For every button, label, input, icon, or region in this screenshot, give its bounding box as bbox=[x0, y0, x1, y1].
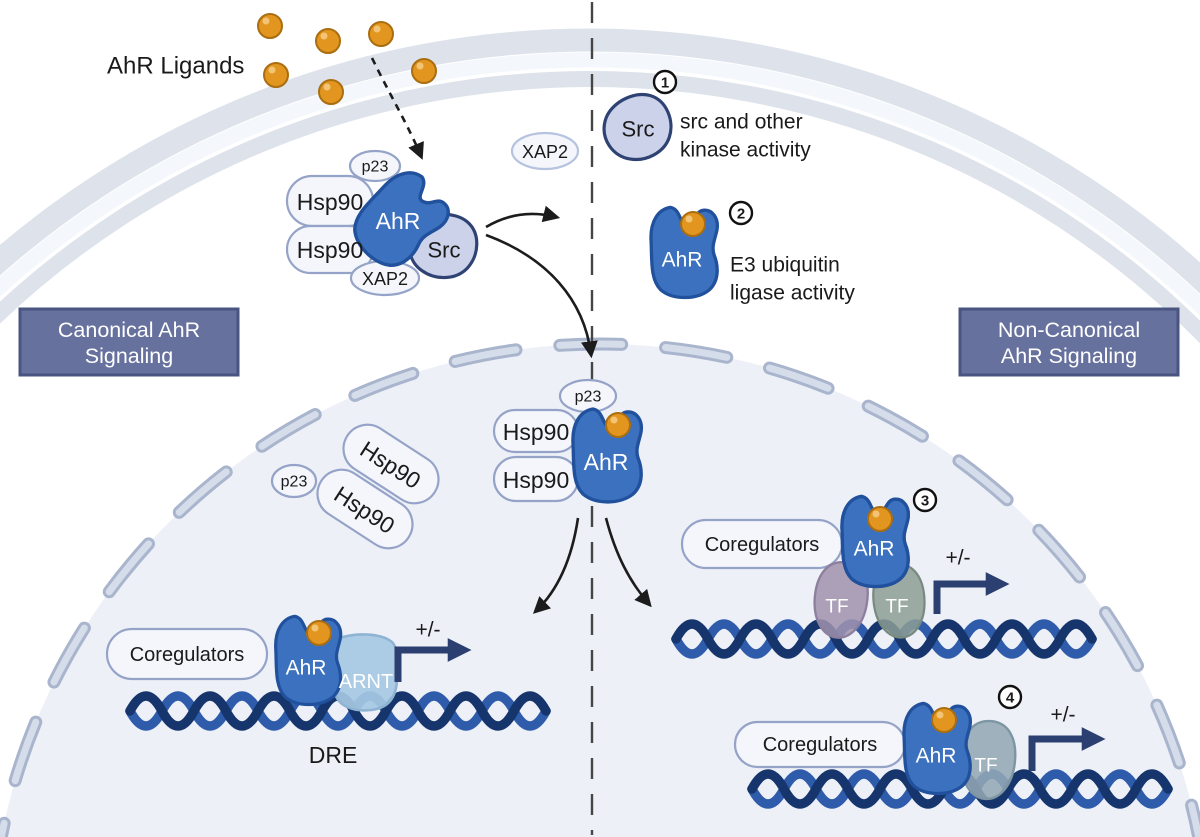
ahr-label: AhR bbox=[916, 745, 957, 768]
arrow-to-noncanonical bbox=[485, 205, 561, 229]
step3-number: 3 bbox=[921, 493, 929, 510]
noncanonical-line1: Non-Canonical bbox=[998, 318, 1140, 342]
step4-number: 4 bbox=[1006, 690, 1015, 707]
step1-src-kinase: 1 Src src and other kinase activity bbox=[595, 69, 811, 169]
noncanonical-line2: AhR Signaling bbox=[1001, 344, 1137, 368]
step1-number: 1 bbox=[661, 75, 669, 92]
ligand-ball bbox=[368, 21, 394, 47]
tf-label: TF bbox=[885, 597, 908, 618]
ligand-ball bbox=[867, 506, 893, 532]
plus-minus-label: +/- bbox=[1050, 704, 1075, 727]
transcription-arrow bbox=[394, 638, 472, 682]
membrane-outer-band bbox=[0, 28, 1200, 294]
hsp90-label: Hsp90 bbox=[503, 467, 569, 493]
hsp90-label: Hsp90 bbox=[297, 189, 363, 215]
dre-label: DRE bbox=[309, 742, 358, 768]
step2-text-line2: ligase activity bbox=[730, 282, 855, 305]
coregulators-pill bbox=[105, 627, 269, 681]
ligand-ball bbox=[605, 412, 631, 438]
ligand-ball bbox=[318, 79, 344, 105]
canonical-transcription-row: Coregulators AhR ARNT DRE +/- bbox=[105, 614, 546, 768]
p23-oval bbox=[348, 149, 402, 183]
released-chaperones: p23 Hsp90 Hsp90 bbox=[270, 423, 440, 550]
arrow-to-canonical-dna bbox=[532, 517, 580, 614]
noncanonical-row-4: 4 Coregulators AhR TF +/- bbox=[733, 684, 1168, 804]
tf-label: TF bbox=[974, 756, 997, 777]
step1-text-line1: src and other bbox=[680, 111, 803, 134]
xap2-oval bbox=[510, 131, 580, 171]
ligand-entry-dashed-arrow bbox=[370, 57, 424, 160]
step1-text-line2: kinase activity bbox=[680, 139, 811, 162]
ahr-label: AhR bbox=[662, 249, 703, 272]
ahr-label: AhR bbox=[376, 208, 421, 234]
canonical-panel-label: Canonical AhR Signaling bbox=[18, 307, 240, 377]
cytoplasmic-ahr-complex: p23 Hsp90 Hsp90 XAP2 AhR Src bbox=[285, 149, 484, 297]
coregulators-label: Coregulators bbox=[763, 734, 878, 756]
canonical-line2: Signaling bbox=[85, 344, 173, 368]
p23-label: p23 bbox=[362, 159, 389, 176]
coregulators-label: Coregulators bbox=[130, 644, 245, 666]
step4-number-circle bbox=[997, 684, 1023, 710]
plus-minus-label: +/- bbox=[415, 619, 440, 642]
ligand-ball bbox=[257, 13, 283, 39]
step2-text-line1: E3 ubiquitin bbox=[730, 254, 840, 277]
tf-label: TF bbox=[825, 597, 848, 618]
ligand-ball bbox=[680, 211, 706, 237]
ahr-label: AhR bbox=[854, 538, 895, 561]
arnt-label: ARNT bbox=[339, 671, 393, 693]
hsp90-label: Hsp90 bbox=[503, 419, 569, 445]
ligand-ball bbox=[315, 28, 341, 54]
step2-number: 2 bbox=[737, 206, 745, 223]
noncanonical-row-3: 3 Coregulators AhR TF TF +/- bbox=[676, 487, 1092, 654]
src-label: Src bbox=[428, 238, 461, 263]
membrane-gap-band bbox=[0, 52, 1200, 317]
transcription-arrow bbox=[1028, 727, 1106, 771]
hsp90-label: Hsp90 bbox=[297, 237, 363, 263]
step3-number-circle bbox=[912, 487, 938, 513]
membrane-inner-band bbox=[0, 71, 1200, 344]
step2-number-circle bbox=[728, 200, 754, 226]
step1-number-circle bbox=[652, 69, 678, 95]
xap2-label: XAP2 bbox=[522, 142, 568, 162]
ligand-ball bbox=[931, 707, 957, 733]
ligand-ball bbox=[306, 620, 332, 646]
coregulators-label: Coregulators bbox=[705, 534, 820, 556]
nuclear-ahr-complex: p23 Hsp90 Hsp90 AhR bbox=[492, 378, 644, 504]
ahr-label: AhR bbox=[286, 657, 327, 680]
nuclear-envelope-dashes-inner bbox=[0, 340, 1200, 837]
p23-oval bbox=[270, 463, 318, 499]
canonical-line1: Canonical AhR bbox=[58, 318, 200, 342]
ligand-ball bbox=[411, 58, 437, 84]
ligand-ball bbox=[263, 62, 289, 88]
noncanonical-panel-box bbox=[958, 307, 1180, 377]
ahr-ligands-label: AhR Ligands bbox=[107, 53, 244, 80]
transcription-arrow bbox=[933, 572, 1010, 614]
free-xap2: XAP2 bbox=[510, 131, 580, 171]
p23-label: p23 bbox=[575, 389, 602, 406]
ahr-ligands-group: AhR Ligands bbox=[107, 13, 437, 160]
xap2-label: XAP2 bbox=[362, 269, 408, 289]
noncanonical-panel-label: Non-Canonical AhR Signaling bbox=[958, 307, 1180, 377]
plus-minus-label: +/- bbox=[945, 547, 970, 570]
arrow-to-nucleus bbox=[485, 233, 598, 359]
cell-membrane bbox=[0, 28, 1200, 344]
ahr-label: AhR bbox=[584, 449, 629, 475]
canonical-panel-box bbox=[18, 307, 240, 377]
src-label: Src bbox=[622, 117, 655, 142]
p23-label: p23 bbox=[281, 474, 308, 491]
step2-e3-ligase: 2 AhR E3 ubiquitin ligase activity bbox=[649, 200, 855, 305]
hsp90-pill: Hsp90 bbox=[342, 423, 440, 505]
arrow-to-noncanonical-dna bbox=[604, 517, 652, 608]
